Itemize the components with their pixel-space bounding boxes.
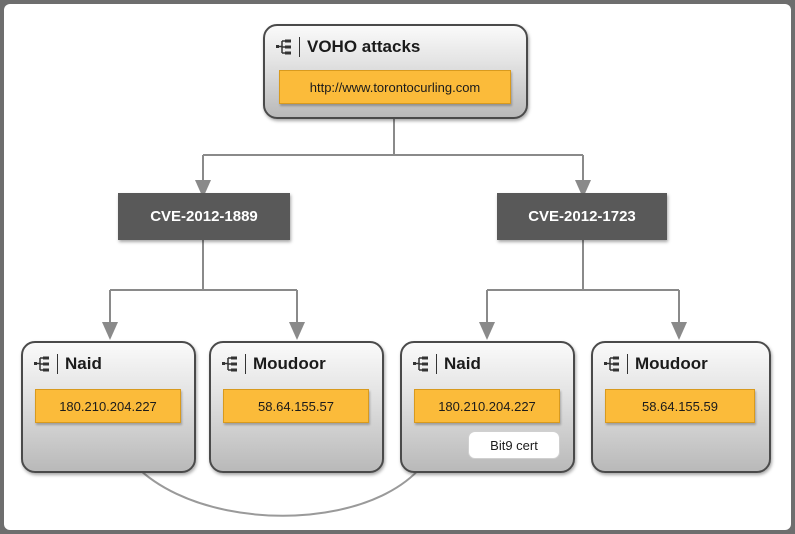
root-node: VOHO attacks http://www.torontocurling.c… [263,24,528,119]
leaf-node-moudoor-1: Moudoor 58.64.155.57 [209,341,384,473]
org-chart-icon [276,39,291,55]
root-url: http://www.torontocurling.com [279,70,511,104]
leaf-title: Moudoor [253,354,326,373]
org-chart-icon [604,356,619,372]
org-chart-icon [413,356,428,372]
leaf-title: Naid [65,354,102,373]
leaf-title: Naid [444,354,481,373]
leaf-ip: 58.64.155.59 [605,389,755,423]
cve-box-1889: CVE-2012-1889 [118,193,290,240]
leaf-node-moudoor-2: Moudoor 58.64.155.59 [591,341,771,473]
org-chart-icon [222,356,237,372]
leaf-ip: 180.210.204.227 [35,389,181,423]
leaf-ip: 58.64.155.57 [223,389,369,423]
leaf-ip: 180.210.204.227 [414,389,560,423]
cve-box-1723: CVE-2012-1723 [497,193,667,240]
leaf-title: Moudoor [635,354,708,373]
org-chart-icon [34,356,49,372]
leaf-node-naid-2: Naid 180.210.204.227 Bit9 cert [400,341,575,473]
root-title: VOHO attacks [307,37,421,56]
leaf-node-naid-1: Naid 180.210.204.227 [21,341,196,473]
bit9-cert-badge: Bit9 cert [468,431,560,459]
